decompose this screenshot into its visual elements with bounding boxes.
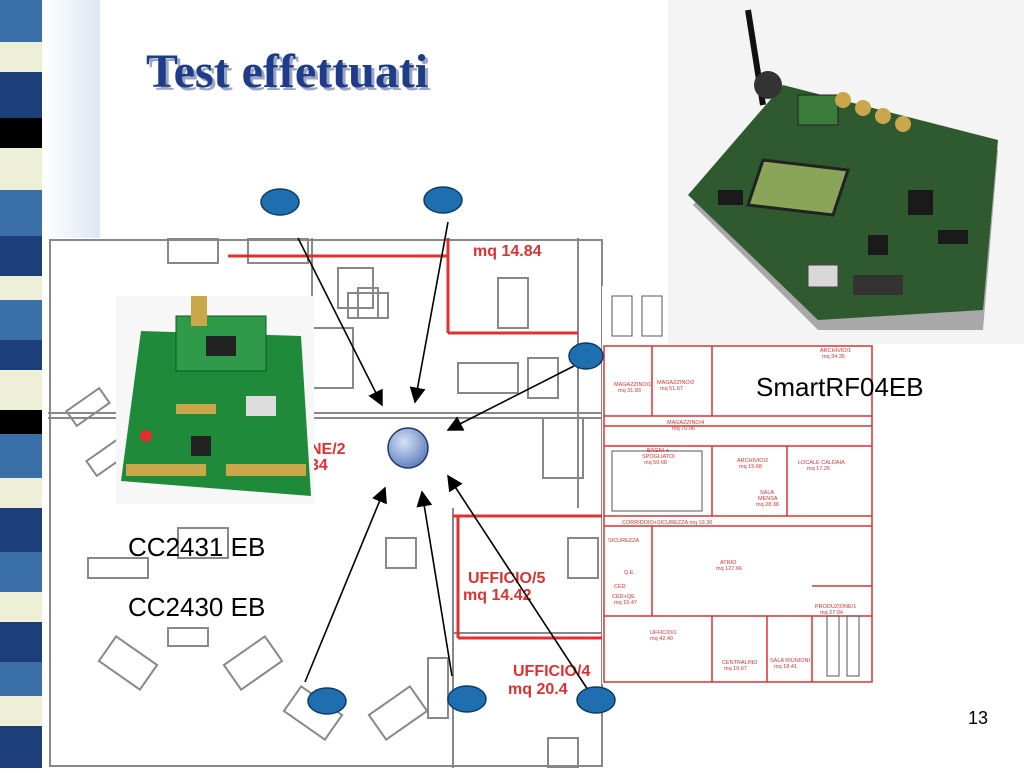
anchor-node (447, 685, 487, 713)
room-label: mq 16.67 (724, 666, 747, 672)
smartrf04eb-board-image (668, 0, 1024, 344)
room-label: BAGNI + (647, 448, 669, 454)
page-number: 13 (968, 708, 989, 728)
label-smartrf04eb: SmartRF04EB (756, 372, 924, 402)
room-label: mq 28.38 (756, 502, 779, 508)
anchor-node (423, 186, 463, 214)
anchor-node (260, 188, 300, 216)
anchor-node (576, 686, 616, 714)
room-label: CORRIDOIO+SICUREZZA mq 19.30 (622, 520, 712, 526)
room-label: mq 18.41 (774, 664, 797, 670)
room-label: mq 20.4 (508, 681, 568, 698)
room-label: PRODUZIONE/1 (815, 604, 856, 610)
room-label: CED+QE (612, 594, 635, 600)
room-label: 34 (310, 457, 328, 474)
slide-title: Test effettuati (146, 45, 429, 98)
floor-plan-right: ARCHIVIO/1 mq 34.35 MAGAZZINO/1 mq 31.83… (602, 286, 878, 684)
decorative-stripe (0, 0, 42, 768)
room-label: mq 51.67 (660, 386, 683, 392)
room-label: CENTRALINO (722, 660, 758, 666)
room-label: MAGAZZINO/4 (667, 420, 704, 426)
room-label: UFFICIO/1 (650, 630, 677, 636)
room-label: CED (614, 584, 626, 590)
room-label: NE/2 (310, 441, 346, 458)
room-label: mq 50.68 (644, 460, 667, 466)
room-label: MAGAZZINO/2 (657, 380, 694, 386)
smartrf04eb-board-drawing (688, 9, 998, 330)
room-label: MAGAZZINO/1 (614, 382, 651, 388)
room-label: UFFICIO/5 (468, 570, 545, 587)
room-label: mq 15.47 (614, 600, 637, 606)
room-label: mq 70.06 (672, 426, 695, 432)
cc2431-board-image (116, 296, 314, 504)
room-label: UFFICIO/4 (513, 663, 590, 680)
signal-arrow (297, 237, 383, 407)
room-label: mq 34.35 (822, 354, 845, 360)
room-label: mq 31.83 (618, 388, 641, 394)
label-cc2430: CC2430 EB (128, 592, 266, 622)
room-label: ARCHIVIO/1 (820, 348, 851, 354)
room-label: ATRIO (720, 560, 737, 566)
room-label: SALA (760, 490, 774, 496)
room-label: ARCHIVIO/2 (737, 458, 768, 464)
room-label: mq 127.66 (716, 566, 742, 572)
signal-arrow (446, 365, 575, 431)
room-label: mq 15.68 (739, 464, 762, 470)
anchor-node (568, 342, 604, 370)
blind-node (387, 427, 429, 469)
label-cc2431: CC2431 EB (128, 532, 266, 562)
room-label: mq 14.42 (463, 587, 532, 604)
anchor-node (307, 687, 347, 715)
room-label: SICUREZZA (608, 538, 640, 544)
signal-arrow (409, 221, 449, 404)
room-label: SALA RIUNIONI (770, 658, 811, 664)
signal-arrow (416, 490, 453, 677)
room-label: MENSA (758, 496, 778, 502)
signal-arrow (447, 474, 589, 691)
room-label: mq 17.25 (807, 466, 830, 472)
room-label: mq 42.40 (650, 636, 673, 642)
signal-arrow (304, 486, 387, 683)
floor-plan-right-drawing: ARCHIVIO/1 mq 34.35 MAGAZZINO/1 mq 31.83… (603, 295, 873, 683)
room-label: mq 14.84 (473, 243, 542, 260)
stripe-gradient (42, 0, 100, 238)
room-label: LOCALE CALDAIA (798, 460, 845, 466)
room-label: Q.E. (624, 570, 635, 576)
cc2431-board-drawing (121, 296, 311, 496)
room-label: mq 27.04 (820, 610, 843, 616)
room-label: SPOGLIATOI (642, 454, 675, 460)
